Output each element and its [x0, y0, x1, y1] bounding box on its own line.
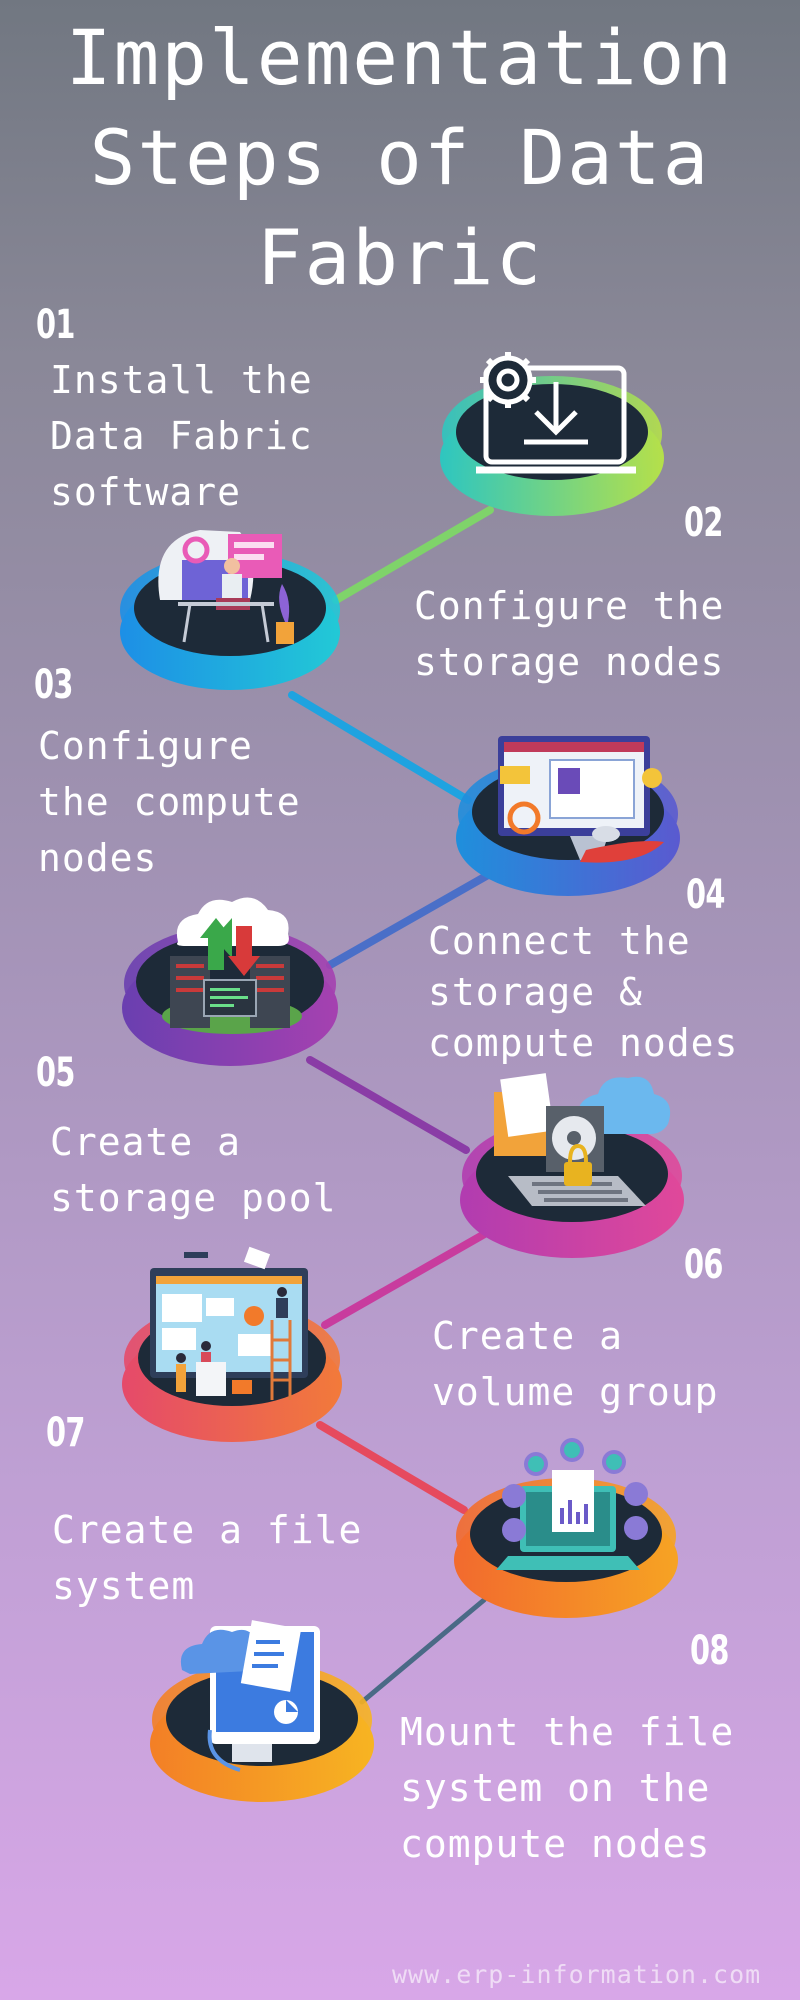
step-text-4: Connect the storage & compute nodes — [428, 916, 738, 1069]
step-1-line-2: Data Fabric — [50, 414, 313, 458]
step-8-line-1: Mount the file — [400, 1710, 735, 1754]
step-1-line-1: Install the — [50, 358, 313, 402]
title-line-2: Steps of Data — [89, 113, 711, 202]
step-7-line-2: system — [52, 1564, 196, 1608]
connector-4-5 — [306, 1056, 470, 1154]
title-line-1: Implementation — [65, 13, 735, 102]
platform-step-3 — [456, 736, 680, 896]
connector-5-6 — [321, 1228, 492, 1329]
platform-step-8 — [150, 1620, 374, 1802]
step-3-line-2: the compute — [38, 780, 301, 824]
step-4-line-2: storage & — [428, 970, 643, 1014]
connector-lines — [288, 506, 494, 1705]
cloud-server-transfer-icon — [162, 897, 302, 1034]
step-text-6: Create a volume group — [432, 1308, 719, 1420]
step-number-8: 08 — [690, 1628, 729, 1674]
page-title: Implementation Steps of Data Fabric — [0, 8, 800, 308]
connector-1-2 — [332, 506, 494, 604]
step-8-line-3: compute nodes — [400, 1822, 711, 1866]
step-text-2: Configure the storage nodes — [414, 578, 724, 690]
step-number-6: 06 — [684, 1242, 723, 1288]
cloud-monitor-document-icon — [180, 1620, 320, 1772]
step-2-line-1: Configure the — [414, 584, 725, 628]
designer-at-desk-icon — [158, 530, 294, 644]
connector-7-8 — [359, 1597, 487, 1705]
step-number-7: 07 — [46, 1410, 85, 1456]
step-2-line-2: storage nodes — [414, 640, 725, 684]
platform-step-4 — [122, 897, 338, 1066]
step-text-8: Mount the file system on the compute nod… — [400, 1704, 734, 1872]
monitor-design-tools-icon — [498, 736, 664, 863]
step-text-1: Install the Data Fabric software — [50, 352, 313, 520]
step-number-5: 05 — [36, 1050, 75, 1096]
step-number-3: 03 — [34, 662, 73, 708]
connector-6-7 — [316, 1421, 468, 1514]
team-presentation-board-icon — [150, 1246, 308, 1400]
step-6-line-1: Create a — [432, 1314, 624, 1358]
step-number-2: 02 — [684, 500, 723, 546]
connector-1-3 — [288, 691, 472, 804]
step-4-line-3: compute nodes — [428, 1021, 739, 1065]
step-number-4: 04 — [686, 872, 725, 918]
platform-step-7 — [454, 1438, 678, 1618]
step-6-line-2: volume group — [432, 1370, 719, 1414]
step-5-line-1: Create a — [50, 1120, 242, 1164]
step-text-3: Configure the compute nodes — [38, 718, 301, 886]
step-4-line-1: Connect the — [428, 919, 691, 963]
laptop-apps-document-icon — [496, 1438, 648, 1570]
step-1-line-3: software — [50, 470, 242, 514]
platform-step-1 — [120, 530, 340, 690]
step-5-line-2: storage pool — [50, 1176, 337, 1220]
connector-3-4 — [326, 871, 492, 969]
step-7-line-1: Create a file — [52, 1508, 363, 1552]
step-text-7: Create a file system — [52, 1502, 362, 1614]
title-line-3: Fabric — [256, 213, 544, 302]
step-number-1: 01 — [36, 302, 75, 348]
footer-url: www.erp-information.com — [392, 1960, 762, 1989]
step-3-line-3: nodes — [38, 836, 158, 880]
platform-step-2 — [440, 352, 664, 516]
laptop-cloud-lock-icon — [494, 1073, 671, 1206]
platform-step-5 — [460, 1073, 684, 1258]
platform-step-6 — [122, 1246, 342, 1442]
step-3-line-1: Configure — [38, 724, 253, 768]
step-8-line-2: system on the — [400, 1766, 711, 1810]
laptop-download-gear-icon — [476, 352, 636, 474]
step-text-5: Create a storage pool — [50, 1114, 337, 1226]
